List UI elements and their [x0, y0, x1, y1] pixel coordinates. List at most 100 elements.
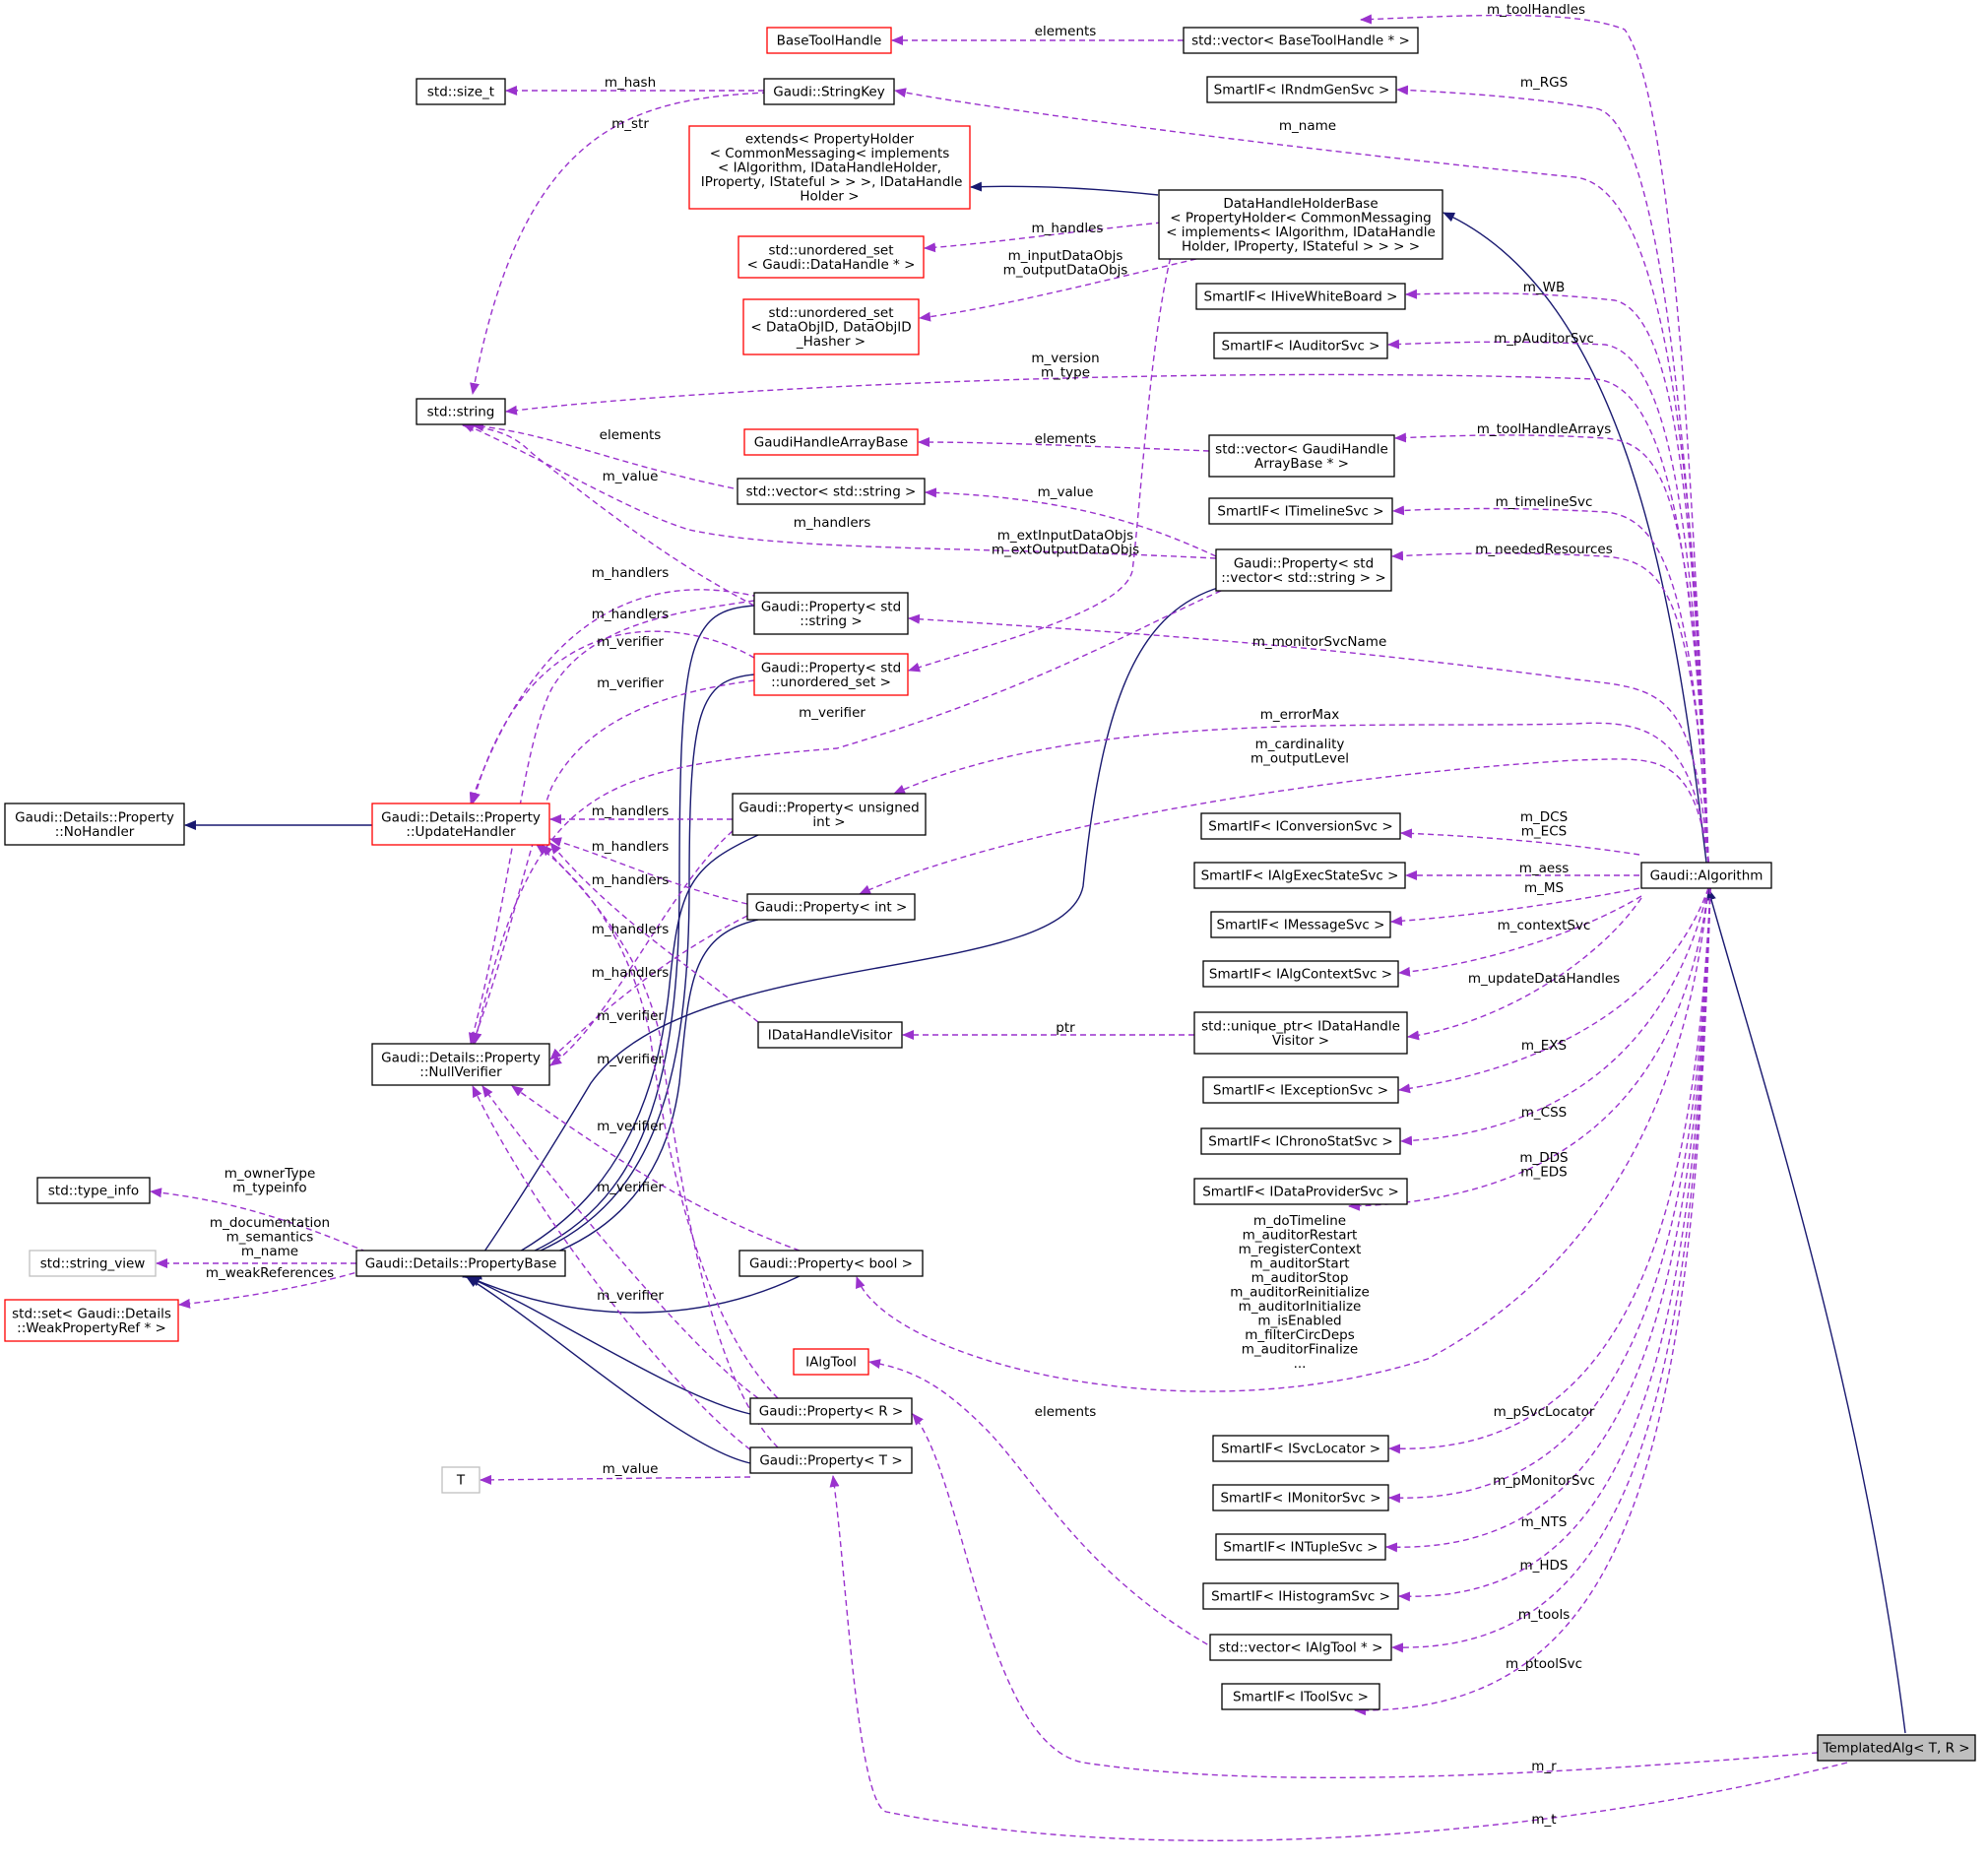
class-node-gaudi-algorithm[interactable]: Gaudi::Algorithm: [1640, 862, 1772, 889]
class-node-smartif-message[interactable]: SmartIF< IMessageSvc >: [1210, 911, 1391, 938]
edge-label-m-value-t: m_value: [603, 1461, 659, 1477]
edge-label-m-nts: m_NTS: [1521, 1514, 1568, 1530]
class-node-uset-datahandle[interactable]: std::unordered_set< Gaudi::DataHandle * …: [737, 235, 925, 279]
class-node-stringkey[interactable]: Gaudi::StringKey: [763, 78, 895, 105]
class-node-label: std::size_t: [427, 85, 494, 100]
class-node-datahandleholderbase[interactable]: DataHandleHolderBase< PropertyHolder< Co…: [1158, 189, 1443, 260]
edge-label-m-verifier-1: m_verifier: [597, 634, 664, 650]
class-node-prop-vec-string[interactable]: Gaudi::Property< std::vector< std::strin…: [1215, 548, 1392, 592]
class-node-smartif-svclocator[interactable]: SmartIF< ISvcLocator >: [1212, 1435, 1389, 1462]
usage-edge-48: [541, 844, 779, 1448]
class-node-templatedalg[interactable]: TemplatedAlg< T, R >: [1817, 1734, 1976, 1762]
class-node-label: std::unordered_set< DataObjID, DataObjID…: [750, 305, 911, 350]
class-node-prop-r[interactable]: Gaudi::Property< R >: [749, 1397, 913, 1425]
class-node-label: std::set< Gaudi::Details::WeakPropertyRe…: [12, 1306, 171, 1336]
class-node-vec-string[interactable]: std::vector< std::string >: [737, 478, 926, 505]
class-node-smartif-timeline[interactable]: SmartIF< ITimelineSvc >: [1208, 497, 1393, 525]
class-node-basetoolhandle[interactable]: BaseToolHandle: [766, 27, 892, 54]
usage-edge-29: [1392, 505, 1709, 864]
class-node-prop-t[interactable]: Gaudi::Property< T >: [749, 1446, 913, 1474]
class-node-label: SmartIF< INTupleSvc >: [1223, 1540, 1378, 1556]
class-node-label: Gaudi::Details::PropertyBase: [365, 1256, 557, 1272]
class-node-label: BaseToolHandle: [777, 33, 882, 49]
class-node-set-weakref[interactable]: std::set< Gaudi::Details::WeakPropertyRe…: [4, 1299, 179, 1342]
class-node-label: std::vector< IAlgTool * >: [1219, 1640, 1383, 1656]
usage-edge-68: [1398, 887, 1711, 1602]
class-node-prop-uset[interactable]: Gaudi::Property< std::unordered_set >: [753, 653, 909, 696]
class-node-smartif-conversion[interactable]: SmartIF< IConversionSvc >: [1200, 812, 1401, 840]
class-node-smartif-rndmgen[interactable]: SmartIF< IRndmGenSvc >: [1206, 76, 1397, 103]
edge-label-m-verifier-4: m_verifier: [597, 1008, 664, 1024]
class-node-type-info[interactable]: std::type_info: [36, 1177, 151, 1204]
class-node-prop-string[interactable]: Gaudi::Property< std::string >: [753, 592, 909, 635]
class-node-smartif-algcontext[interactable]: SmartIF< IAlgContextSvc >: [1202, 960, 1399, 988]
class-node-gaudihandlearraybase[interactable]: GaudiHandleArrayBase: [743, 428, 919, 456]
class-node-size-t[interactable]: std::size_t: [416, 78, 506, 105]
class-node-vec-basetoolhandle[interactable]: std::vector< BaseToolHandle * >: [1183, 27, 1419, 54]
class-node-label: SmartIF< IDataProviderSvc >: [1202, 1185, 1399, 1200]
class-node-uset-dataobjid[interactable]: std::unordered_set< DataObjID, DataObjID…: [742, 298, 920, 355]
class-node-vec-ialgtool[interactable]: std::vector< IAlgTool * >: [1209, 1634, 1392, 1661]
class-node-label: SmartIF< ITimelineSvc >: [1217, 504, 1383, 520]
class-node-smartif-ntuple[interactable]: SmartIF< INTupleSvc >: [1215, 1533, 1386, 1561]
usage-edge-72: [829, 1475, 1848, 1841]
class-node-T[interactable]: T: [441, 1466, 481, 1494]
class-node-label: Gaudi::Details::Property::NoHandler: [15, 809, 174, 840]
edge-label-m-verifier-7: m_verifier: [597, 1180, 664, 1195]
class-node-string-view[interactable]: std::string_view: [29, 1250, 157, 1277]
class-node-label: Gaudi::Property< bool >: [749, 1256, 913, 1272]
usage-edge-37: [472, 590, 1222, 1045]
usage-edge-18: [924, 222, 1163, 253]
class-node-label: GaudiHandleArrayBase: [754, 435, 908, 451]
class-node-label: DataHandleHolderBase< PropertyHolder< Co…: [1166, 196, 1436, 255]
class-node-label: SmartIF< IRndmGenSvc >: [1214, 83, 1390, 98]
class-node-ialgtool[interactable]: IAlgTool: [793, 1348, 869, 1376]
usage-edge-23: [472, 421, 735, 489]
class-node-smartif-hivewb[interactable]: SmartIF< IHiveWhiteBoard >: [1195, 283, 1406, 310]
class-node-label: std::vector< BaseToolHandle * >: [1191, 33, 1410, 49]
class-node-label: Gaudi::Property< std::vector< std::strin…: [1221, 555, 1385, 586]
class-node-label: SmartIF< IExceptionSvc >: [1213, 1083, 1388, 1099]
usage-edge-39: [859, 758, 1709, 895]
class-node-smartif-exception[interactable]: SmartIF< IExceptionSvc >: [1202, 1076, 1399, 1104]
class-node-extends-propertyholder[interactable]: extends< PropertyHolder< CommonMessaging…: [688, 125, 971, 210]
class-node-label: Gaudi::Details::Property::UpdateHandler: [381, 809, 541, 840]
edge-label-m-verifier-8: m_verifier: [597, 1288, 664, 1304]
class-node-smartif-monitor[interactable]: SmartIF< IMonitorSvc >: [1212, 1484, 1389, 1511]
class-node-label: SmartIF< IAlgExecStateSvc >: [1201, 868, 1399, 884]
class-node-prop-bool[interactable]: Gaudi::Property< bool >: [738, 1250, 924, 1277]
class-node-updatehandler[interactable]: Gaudi::Details::Property::UpdateHandler: [371, 803, 550, 846]
inheritance-edge-0: [970, 181, 1159, 196]
usage-edge-61: [178, 1269, 365, 1309]
class-node-smartif-dataprovider[interactable]: SmartIF< IDataProviderSvc >: [1193, 1178, 1408, 1205]
edge-label-m-handlers-1: m_handlers: [592, 565, 670, 581]
class-node-label: T: [456, 1473, 466, 1489]
class-node-smartif-histogram[interactable]: SmartIF< IHistogramSvc >: [1202, 1582, 1399, 1610]
class-node-nohandler[interactable]: Gaudi::Details::Property::NoHandler: [4, 803, 185, 846]
edge-label-m-psvclocator: m_pSvcLocator: [1494, 1404, 1595, 1420]
usage-edge-16: [470, 92, 769, 395]
class-node-smartif-chrono[interactable]: SmartIF< IChronoStatSvc >: [1200, 1127, 1401, 1155]
edge-label-m-handlers-3: m_handlers: [592, 803, 670, 819]
class-node-smartif-algexec[interactable]: SmartIF< IAlgExecStateSvc >: [1193, 862, 1406, 889]
class-node-propertybase[interactable]: Gaudi::Details::PropertyBase: [355, 1250, 566, 1277]
usage-edge-60: [856, 887, 1709, 1392]
class-node-smartif-auditor[interactable]: SmartIF< IAuditorSvc >: [1213, 332, 1388, 359]
usage-edge-24: [918, 437, 1210, 452]
class-node-smartif-tool[interactable]: SmartIF< IToolSvc >: [1221, 1683, 1380, 1710]
edge-label-ptr: ptr: [1056, 1020, 1075, 1036]
class-node-std-string[interactable]: std::string: [416, 398, 506, 425]
class-node-idatahandlevisitor[interactable]: IDataHandleVisitor: [757, 1021, 903, 1049]
class-node-label: std::string: [427, 405, 495, 420]
class-node-prop-int[interactable]: Gaudi::Property< int >: [746, 893, 916, 921]
usage-edge-67: [1385, 887, 1711, 1553]
edge-label-m-hash: m_hash: [605, 75, 656, 91]
class-node-nullverifier[interactable]: Gaudi::Details::Property::NullVerifier: [371, 1043, 550, 1086]
